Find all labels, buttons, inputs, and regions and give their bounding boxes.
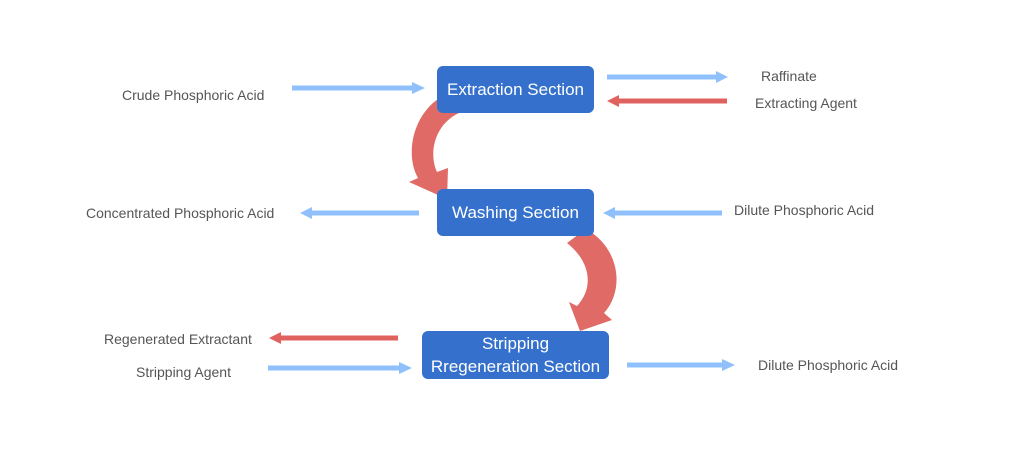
concentrated-acid-arrow	[300, 207, 419, 219]
extracting-agent-arrow	[607, 95, 727, 107]
extraction-section-box: Extraction Section	[437, 66, 594, 113]
label-dilute-phosphoric-acid-in: Dilute Phosphoric Acid	[734, 202, 875, 218]
crude-acid-arrow	[292, 82, 425, 94]
curved-arrow-extraction-to-washing	[409, 97, 461, 199]
stripping-agent-arrow	[268, 362, 412, 374]
stripping-section-label-line2: Rregeneration Section	[430, 357, 601, 376]
curved-arrow-washing-to-stripping	[567, 229, 617, 331]
dilute-acid-in-arrow	[603, 207, 722, 219]
label-concentrated-phosphoric-acid: Concentrated Phosphoric Acid	[86, 205, 275, 221]
washing-section-box: Washing Section	[437, 189, 594, 236]
dilute-acid-out-arrow	[627, 359, 735, 371]
label-extracting-agent: Extracting Agent	[755, 95, 857, 111]
raffinate-arrow	[607, 71, 728, 83]
regenerated-extractant-arrow	[269, 332, 398, 344]
washing-section-label: Washing Section	[452, 203, 579, 222]
label-raffinate: Raffinate	[761, 68, 817, 84]
stripping-section-label-line1: Stripping	[481, 334, 550, 353]
extraction-section-label: Extraction Section	[446, 80, 584, 99]
stripping-section-box: Stripping Rregeneration Section	[422, 331, 609, 379]
label-stripping-agent: Stripping Agent	[136, 364, 231, 380]
label-dilute-phosphoric-acid-out: Dilute Phosphoric Acid	[758, 357, 899, 373]
label-crude-phosphoric-acid: Crude Phosphoric Acid	[122, 87, 265, 103]
label-regenerated-extractant: Regenerated Extractant	[104, 331, 252, 347]
